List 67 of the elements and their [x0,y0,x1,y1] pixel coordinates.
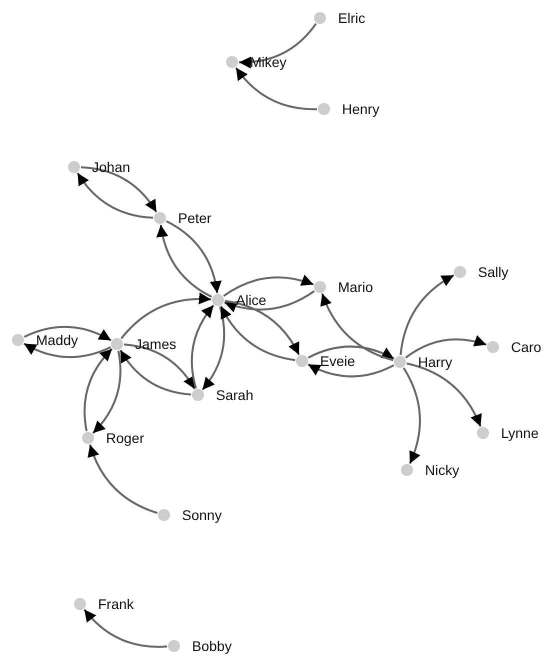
node-circle [394,356,406,368]
arrow [224,300,300,356]
node-label: Frank [98,596,134,612]
node-circle [454,266,466,278]
node-circle [192,389,204,401]
arrow [76,172,154,219]
node-label: Roger [106,430,144,446]
node-label: Lynne [501,425,539,441]
node-circle [314,12,326,24]
node-label: Alice [236,292,266,308]
arrow [88,444,158,514]
arrow [220,306,296,362]
node-circle [314,281,326,293]
node-circle [487,341,499,353]
arrow [235,67,318,110]
node-circle [82,432,94,444]
arrow [223,274,314,297]
node-label: Harry [418,354,452,370]
arrow [120,292,212,340]
node-label: Bobby [192,638,232,654]
arrow [308,364,394,378]
node-circle [296,355,308,367]
arrow [80,166,158,213]
node-label: Johan [92,159,130,175]
arrow [120,350,192,396]
node-circle [158,509,170,521]
arrow [92,350,122,434]
arrow [24,342,112,358]
node-circle [318,103,330,115]
arrow [24,326,112,342]
node-label: Elric [338,10,366,26]
node-label: Mario [338,279,374,295]
node-label: Sarah [216,387,254,403]
node-circle [477,427,489,439]
node-label: James [135,336,176,352]
arrow [308,346,394,360]
arrow [406,362,482,427]
arrow [405,335,487,359]
arrow [84,348,113,432]
arrow [166,220,222,294]
node-label: Nicky [425,462,460,478]
node-circle [154,212,166,224]
node-label: Maddy [36,332,78,348]
node-label: Henry [342,101,380,117]
arrow [224,290,315,312]
node-label: Sally [478,264,508,280]
node-label: Caro [511,339,542,355]
node-label: Sonny [182,507,222,523]
arrow [156,224,212,298]
arrow [190,304,214,389]
arrow [202,306,226,390]
node-label: Eveie [320,353,356,369]
node-circle [74,598,86,610]
node-circle [212,294,224,306]
arrow [402,367,421,464]
node-circle [12,334,24,346]
node-circle [68,161,80,173]
node-circle [226,56,238,68]
arrow [400,274,454,356]
arrow [239,23,317,68]
node-label: Mikey [250,54,287,70]
node-circle [111,338,123,350]
node-circle [401,464,413,476]
node-circle [168,640,180,652]
arrow [124,344,196,390]
node-label: Peter [178,210,212,226]
arrow [84,608,168,648]
